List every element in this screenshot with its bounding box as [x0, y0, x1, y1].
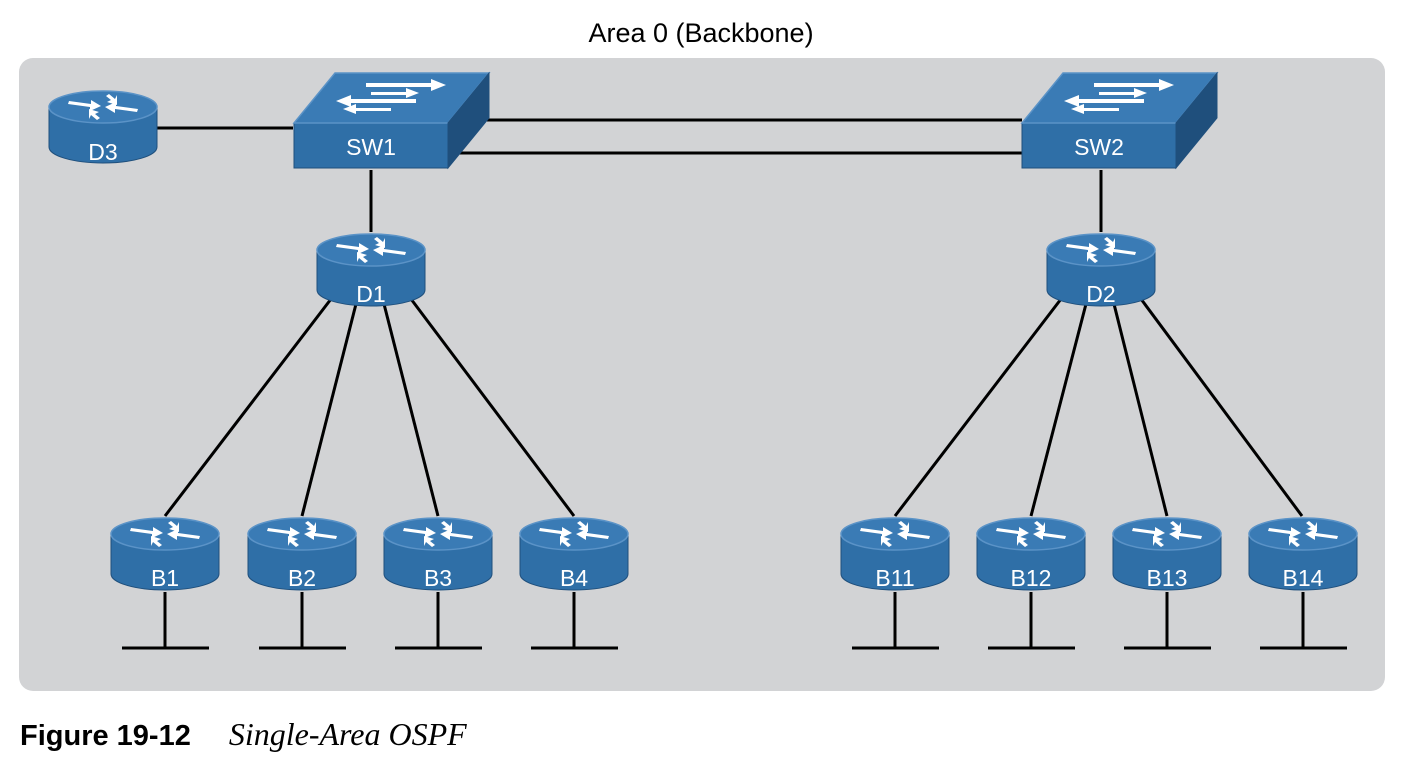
link-d1-b4 [409, 298, 576, 517]
area-title: Area 0 (Backbone) [588, 18, 814, 48]
router-label: B4 [560, 565, 588, 591]
link-d2-b12 [1029, 303, 1088, 517]
router-d3: D3 [48, 90, 158, 165]
router-d1: D1 [316, 233, 426, 307]
lan-segments [122, 592, 1347, 650]
lan-b13 [1124, 592, 1211, 650]
router-d2: D2 [1046, 233, 1156, 307]
link-d1-b1 [163, 298, 333, 517]
router-b13: B13 [1112, 517, 1222, 591]
router-b4: B4 [519, 517, 629, 591]
router-label: B1 [151, 565, 179, 591]
router-b11: B11 [840, 517, 950, 591]
router-label: B12 [1011, 565, 1052, 591]
router-label: B3 [424, 565, 452, 591]
links [155, 118, 1304, 517]
switch-sw1: SW1 [293, 72, 490, 169]
lan-b2 [259, 592, 346, 650]
lan-b14 [1260, 592, 1347, 650]
lan-b11 [852, 592, 939, 650]
router-label: B11 [875, 565, 914, 591]
lan-b4 [531, 592, 618, 650]
router-label: D3 [88, 139, 117, 165]
figure-caption: Figure 19-12 Single-Area OSPF [20, 716, 467, 753]
lan-b12 [988, 592, 1075, 650]
router-b1: B1 [110, 517, 220, 591]
router-label: D2 [1086, 281, 1115, 307]
lan-b3 [395, 592, 482, 650]
link-d2-b13 [1112, 303, 1169, 517]
link-d1-b3 [382, 303, 440, 517]
router-label: B14 [1283, 565, 1324, 591]
router-b12: B12 [976, 517, 1086, 591]
lan-b1 [122, 592, 209, 650]
router-b3: B3 [383, 517, 493, 591]
router-b14: B14 [1248, 517, 1358, 591]
switch-label: SW1 [346, 134, 396, 160]
figure-title: Single-Area OSPF [228, 716, 467, 752]
link-d2-b11 [893, 298, 1063, 517]
switch-label: SW2 [1074, 134, 1124, 160]
router-label: B13 [1147, 565, 1188, 591]
link-d1-b2 [300, 303, 358, 517]
router-label: D1 [356, 281, 385, 307]
router-label: B2 [288, 565, 316, 591]
link-d2-b14 [1139, 298, 1304, 517]
router-b2: B2 [247, 517, 357, 591]
switch-sw2: SW2 [1021, 72, 1218, 169]
figure-number: Figure 19-12 [20, 720, 191, 752]
